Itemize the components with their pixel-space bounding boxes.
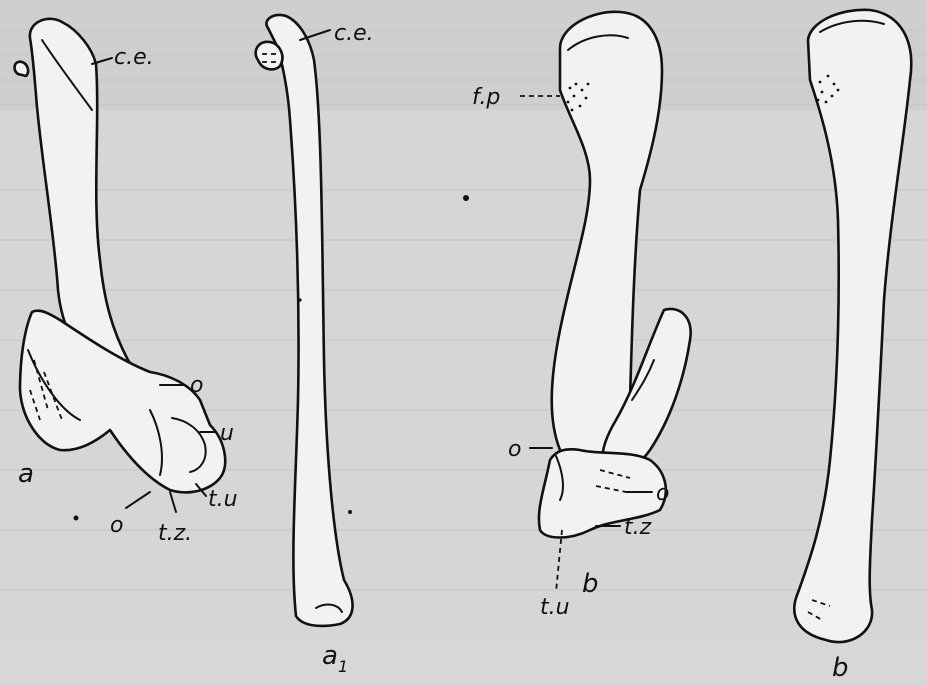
label-b-fp: f.p [472, 85, 500, 110]
bone-a1-head [256, 42, 283, 70]
label-b1-main: b [832, 653, 849, 683]
label-b-tz: t.z [624, 515, 652, 540]
bone-a-knob [15, 62, 29, 76]
label-a-ce: c.e. [114, 45, 154, 70]
label-a-tz: t.z. [158, 521, 192, 546]
label-a-u: u [220, 421, 234, 446]
label-b-o-left: o [508, 437, 521, 462]
label-a-o-lower: o [110, 513, 123, 538]
label-b-main: b [582, 569, 599, 599]
label-a-o-upper: o [190, 373, 203, 398]
label-b-tu: t.u [540, 595, 570, 620]
label-a1-main: a [322, 641, 338, 671]
label-a-main: a [18, 459, 34, 489]
label-a-tu: t.u [208, 487, 238, 512]
labels-b1: b [832, 653, 849, 683]
label-b-o-right: o [656, 481, 669, 506]
label-a1-ce: c.e. [334, 21, 374, 46]
label-a1-subscript: 1 [338, 657, 348, 676]
